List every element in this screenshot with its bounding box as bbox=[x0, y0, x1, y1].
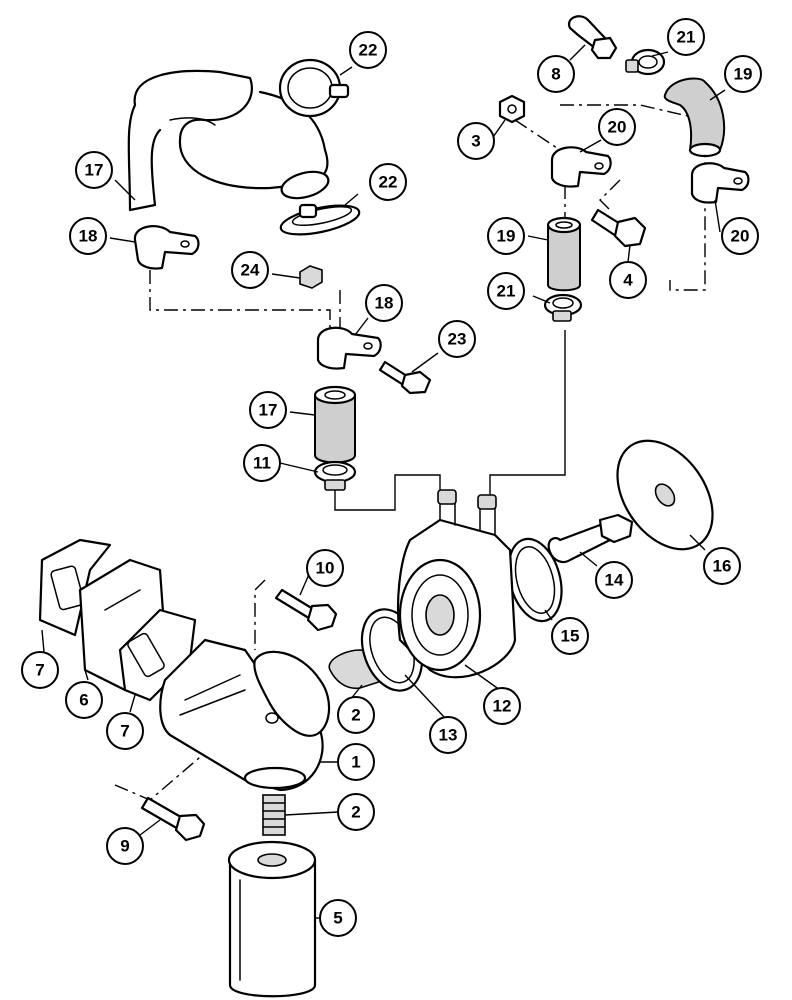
callout-4: 4 bbox=[609, 261, 647, 299]
svg-text:17: 17 bbox=[259, 401, 278, 420]
callout-20-right: 20 bbox=[721, 217, 759, 255]
callout-22-lower: 22 bbox=[369, 163, 407, 201]
part-8-fitting bbox=[567, 15, 618, 60]
callout-11: 11 bbox=[243, 444, 281, 482]
svg-text:2: 2 bbox=[351, 803, 360, 822]
svg-text:6: 6 bbox=[79, 691, 88, 710]
svg-text:5: 5 bbox=[333, 909, 342, 928]
callout-1: 1 bbox=[337, 743, 375, 781]
connection-lines bbox=[334, 330, 566, 511]
svg-text:22: 22 bbox=[379, 173, 398, 192]
svg-text:17: 17 bbox=[85, 161, 104, 180]
callout-21-lower: 21 bbox=[487, 272, 525, 310]
part-3-nut bbox=[498, 94, 526, 124]
callout-14: 14 bbox=[595, 561, 633, 599]
part-23-bolt bbox=[378, 360, 432, 395]
part-11-hose-clamp bbox=[313, 460, 357, 491]
svg-text:19: 19 bbox=[497, 227, 516, 246]
part-24-nut bbox=[299, 265, 323, 289]
part-19-straight-hose bbox=[546, 216, 582, 292]
svg-text:1: 1 bbox=[351, 753, 360, 772]
svg-text:18: 18 bbox=[79, 227, 98, 246]
svg-text:22: 22 bbox=[359, 41, 378, 60]
callout-9: 9 bbox=[106, 827, 144, 865]
part-18-pclip-left bbox=[133, 225, 200, 270]
callout-2-lower: 2 bbox=[337, 793, 375, 831]
part-12-oil-cooler bbox=[396, 489, 517, 679]
callout-18-left: 18 bbox=[69, 217, 107, 255]
svg-text:2: 2 bbox=[351, 706, 360, 725]
part-17-short-hose bbox=[313, 385, 357, 464]
svg-text:13: 13 bbox=[439, 726, 458, 745]
svg-text:3: 3 bbox=[471, 132, 480, 151]
part-9-bolt bbox=[140, 796, 206, 842]
svg-text:16: 16 bbox=[713, 557, 732, 576]
callout-7-front: 7 bbox=[106, 712, 144, 750]
callout-17-upper: 17 bbox=[75, 151, 113, 189]
svg-text:14: 14 bbox=[605, 571, 624, 590]
callout-7-rear: 7 bbox=[21, 651, 59, 689]
part-19-bent-hose bbox=[663, 77, 726, 158]
svg-text:20: 20 bbox=[608, 118, 627, 137]
part-18-pclip-center bbox=[316, 326, 382, 370]
callout-20-center: 20 bbox=[598, 108, 636, 146]
callout-10: 10 bbox=[306, 549, 344, 587]
part-5-oil-filter bbox=[227, 840, 317, 998]
callout-3: 3 bbox=[457, 122, 495, 160]
callout-6: 6 bbox=[65, 681, 103, 719]
callout-5: 5 bbox=[319, 899, 357, 937]
part-1-filter-head bbox=[159, 638, 331, 792]
callout-17-lower: 17 bbox=[249, 391, 287, 429]
part-21-clamp-lower bbox=[543, 293, 583, 322]
svg-text:23: 23 bbox=[448, 330, 467, 349]
callout-16: 16 bbox=[703, 547, 741, 585]
callout-13: 13 bbox=[429, 716, 467, 754]
callout-15: 15 bbox=[551, 617, 589, 655]
svg-text:10: 10 bbox=[316, 559, 335, 578]
svg-text:9: 9 bbox=[120, 837, 129, 856]
svg-text:21: 21 bbox=[497, 282, 516, 301]
svg-text:20: 20 bbox=[731, 227, 750, 246]
svg-text:18: 18 bbox=[375, 294, 394, 313]
callout-19-upper: 19 bbox=[724, 55, 762, 93]
leader-lines bbox=[41, 44, 726, 919]
callout-23: 23 bbox=[438, 320, 476, 358]
callout-2-upper: 2 bbox=[337, 696, 375, 734]
part-10-bolt bbox=[274, 588, 338, 632]
svg-text:19: 19 bbox=[734, 65, 753, 84]
part-17-curved-hose bbox=[127, 69, 330, 212]
svg-text:11: 11 bbox=[253, 454, 271, 473]
part-20-pclip-right bbox=[690, 162, 750, 204]
part-20-pclip-center bbox=[550, 146, 612, 188]
callout-12: 12 bbox=[483, 687, 521, 725]
part-4-bolt bbox=[590, 208, 647, 248]
part-22-hose-clamp-lower bbox=[279, 203, 361, 236]
part-22-hose-clamp-upper bbox=[278, 58, 350, 118]
svg-text:4: 4 bbox=[623, 271, 633, 290]
part-21-clamp-upper bbox=[625, 48, 666, 76]
part-2-nipple-lower bbox=[262, 794, 286, 836]
svg-text:7: 7 bbox=[120, 722, 129, 741]
part-7-gasket-rear bbox=[38, 538, 112, 637]
svg-text:15: 15 bbox=[561, 627, 580, 646]
callout-8: 8 bbox=[537, 55, 575, 93]
svg-text:7: 7 bbox=[35, 661, 44, 680]
svg-text:12: 12 bbox=[493, 697, 512, 716]
callout-18-center: 18 bbox=[365, 284, 403, 322]
callout-22-upper: 22 bbox=[349, 31, 387, 69]
svg-text:21: 21 bbox=[677, 28, 696, 47]
callout-19-lower: 19 bbox=[487, 217, 525, 255]
svg-text:24: 24 bbox=[241, 261, 260, 280]
svg-text:8: 8 bbox=[551, 65, 560, 84]
part-16-disc bbox=[616, 439, 714, 551]
callout-24: 24 bbox=[231, 251, 269, 289]
part-14-hollow-bolt bbox=[547, 513, 634, 564]
callout-21-upper: 21 bbox=[667, 18, 705, 56]
